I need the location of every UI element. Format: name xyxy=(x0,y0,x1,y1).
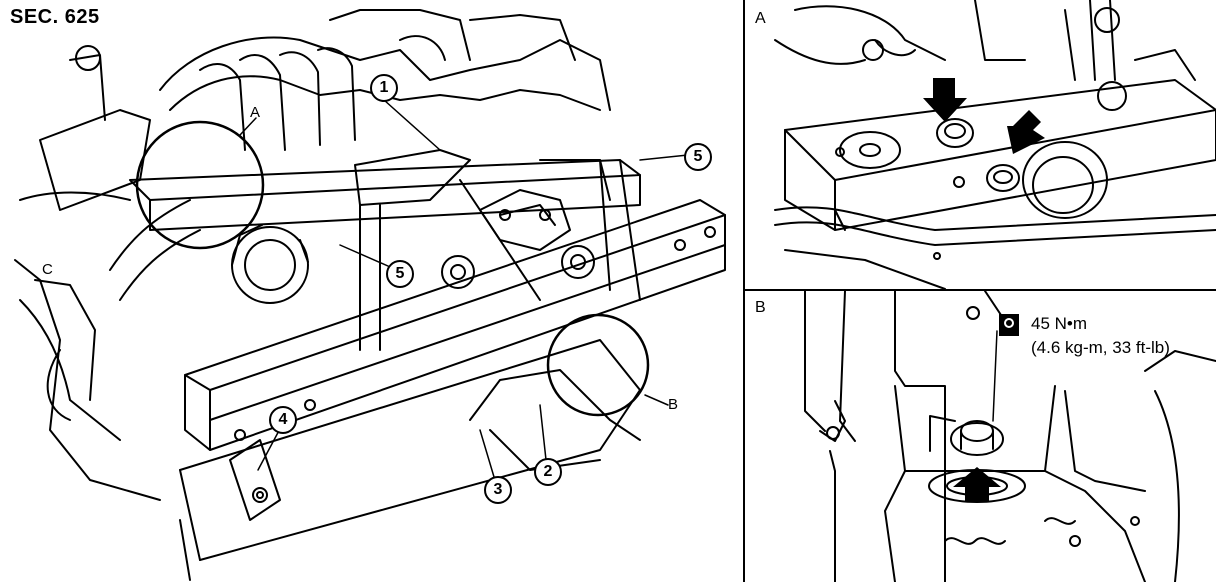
section-title: SEC. 625 xyxy=(10,6,100,28)
callout-1: 1 xyxy=(370,74,398,102)
arrow-up-icon xyxy=(953,467,1001,501)
detail-label-b: B xyxy=(668,396,679,413)
torque-alt-units: (4.6 kg-m, 33 ft-lb) xyxy=(1031,338,1170,357)
torque-value: 45 N•m xyxy=(1031,314,1088,333)
callout-5-lower: 5 xyxy=(386,260,414,288)
detail-a-drawing xyxy=(774,0,1216,289)
detail-b-panel: B 45 N•m (4.6 kg-m, 33 ft-lb) xyxy=(745,291,1216,582)
detail-b-drawing xyxy=(804,291,1216,582)
torque-wrench-icon xyxy=(999,314,1019,336)
detail-a-panel: A xyxy=(745,0,1216,289)
callout-2: 2 xyxy=(534,458,562,486)
callout-5-upper: 5 xyxy=(684,143,712,171)
detail-label-a: A xyxy=(250,104,261,121)
horizontal-divider xyxy=(745,289,1216,291)
panel-a-label: A xyxy=(755,10,766,27)
callout-3: 3 xyxy=(484,476,512,504)
detail-label-c: C xyxy=(42,261,53,278)
engine-bay-drawing xyxy=(14,9,726,581)
arrow-down-icon xyxy=(923,78,967,122)
callout-4: 4 xyxy=(269,406,297,434)
vertical-divider xyxy=(743,0,745,582)
arrow-down-icon xyxy=(1007,110,1045,154)
panel-b-label: B xyxy=(755,299,766,316)
main-illustration: SEC. 625 1 2 3 4 5 5 A B C xyxy=(10,6,726,581)
